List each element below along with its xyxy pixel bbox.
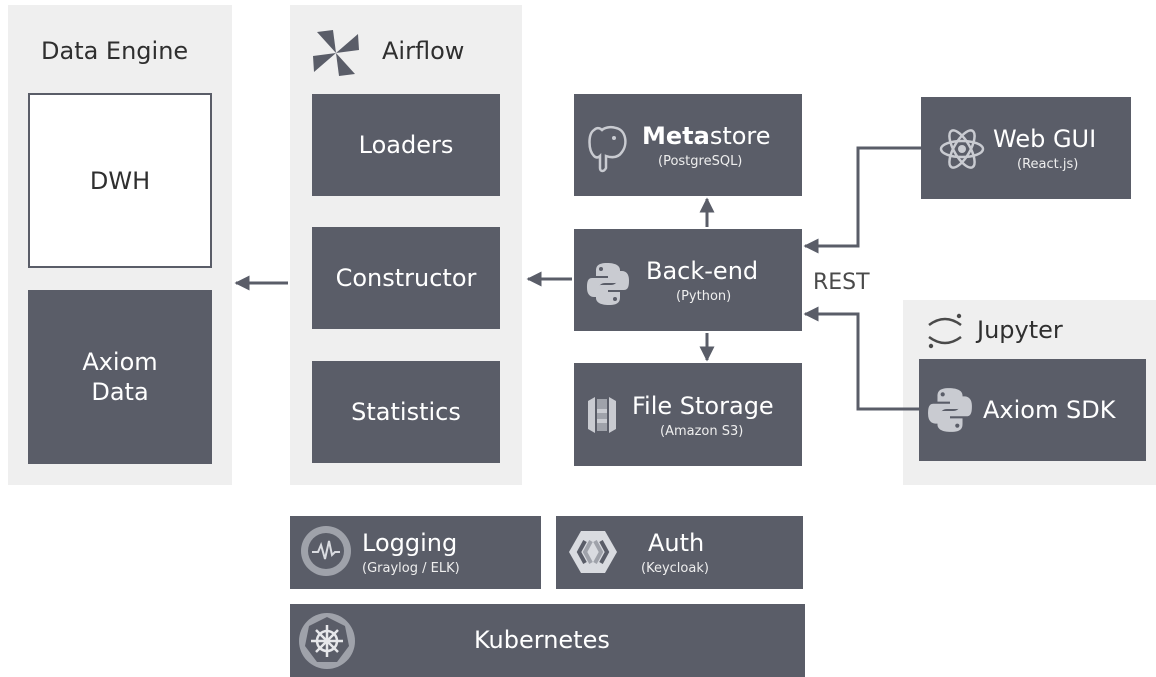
dwh-label: DWH [89,166,151,195]
airflow-title: Airflow [382,37,465,65]
metastore-sub: (PostgreSQL) [658,154,743,169]
data-engine-title: Data Engine [41,37,189,65]
file-storage-sub: (Amazon S3) [660,424,744,439]
metastore-title: Metastore [642,122,771,150]
auth-title: Auth [648,529,705,557]
web-gui-box [921,97,1131,199]
metastore-box [574,94,802,196]
axiom-data-line2: Data [91,378,149,406]
backend-title: Back-end [646,257,759,285]
dwh-box: DWH [28,93,212,268]
logging-title: Logging [362,529,458,557]
constructor-box: Constructor [312,227,500,329]
web-gui-sub: (React.js) [1017,157,1079,172]
metastore-title-bold: Meta [642,122,710,150]
web-gui-title: Web GUI [993,125,1097,153]
python-icon [928,388,972,432]
web-gui-to-backend-arrow [803,146,921,254]
postgresql-elephant-icon [588,125,627,173]
airflow-pinwheel-icon [313,30,359,76]
kubernetes-box [290,604,805,677]
kubernetes-title: Kubernetes [474,626,610,654]
statistics-box: Statistics [312,361,500,463]
axiom-data-box: Axiom Data [28,290,212,464]
metastore-title-rest: store [709,122,771,150]
statistics-label: Statistics [351,398,461,426]
auth-sub: (Keycloak) [641,561,709,576]
axiom-sdk-box [919,359,1146,461]
axiom-data-line1: Axiom [82,348,158,376]
keycloak-icon [569,531,617,573]
jupyter-icon [928,313,962,349]
loaders-box: Loaders [312,94,500,196]
loaders-label: Loaders [358,131,454,159]
amazon-s3-icon [588,397,616,433]
react-icon [939,129,985,169]
python-icon [587,263,629,305]
sdk-to-backend-arrow [803,306,919,411]
logging-waveform-icon [301,526,351,576]
jupyter-title: Jupyter [977,316,1063,344]
file-storage-title: File Storage [632,392,774,420]
logging-sub: (Graylog / ELK) [362,561,460,576]
backend-sub: (Python) [676,289,732,304]
rest-label: REST [813,270,870,295]
kubernetes-helm-icon [299,613,355,669]
constructor-label: Constructor [335,264,477,292]
axiom-sdk-title: Axiom SDK [983,396,1116,424]
